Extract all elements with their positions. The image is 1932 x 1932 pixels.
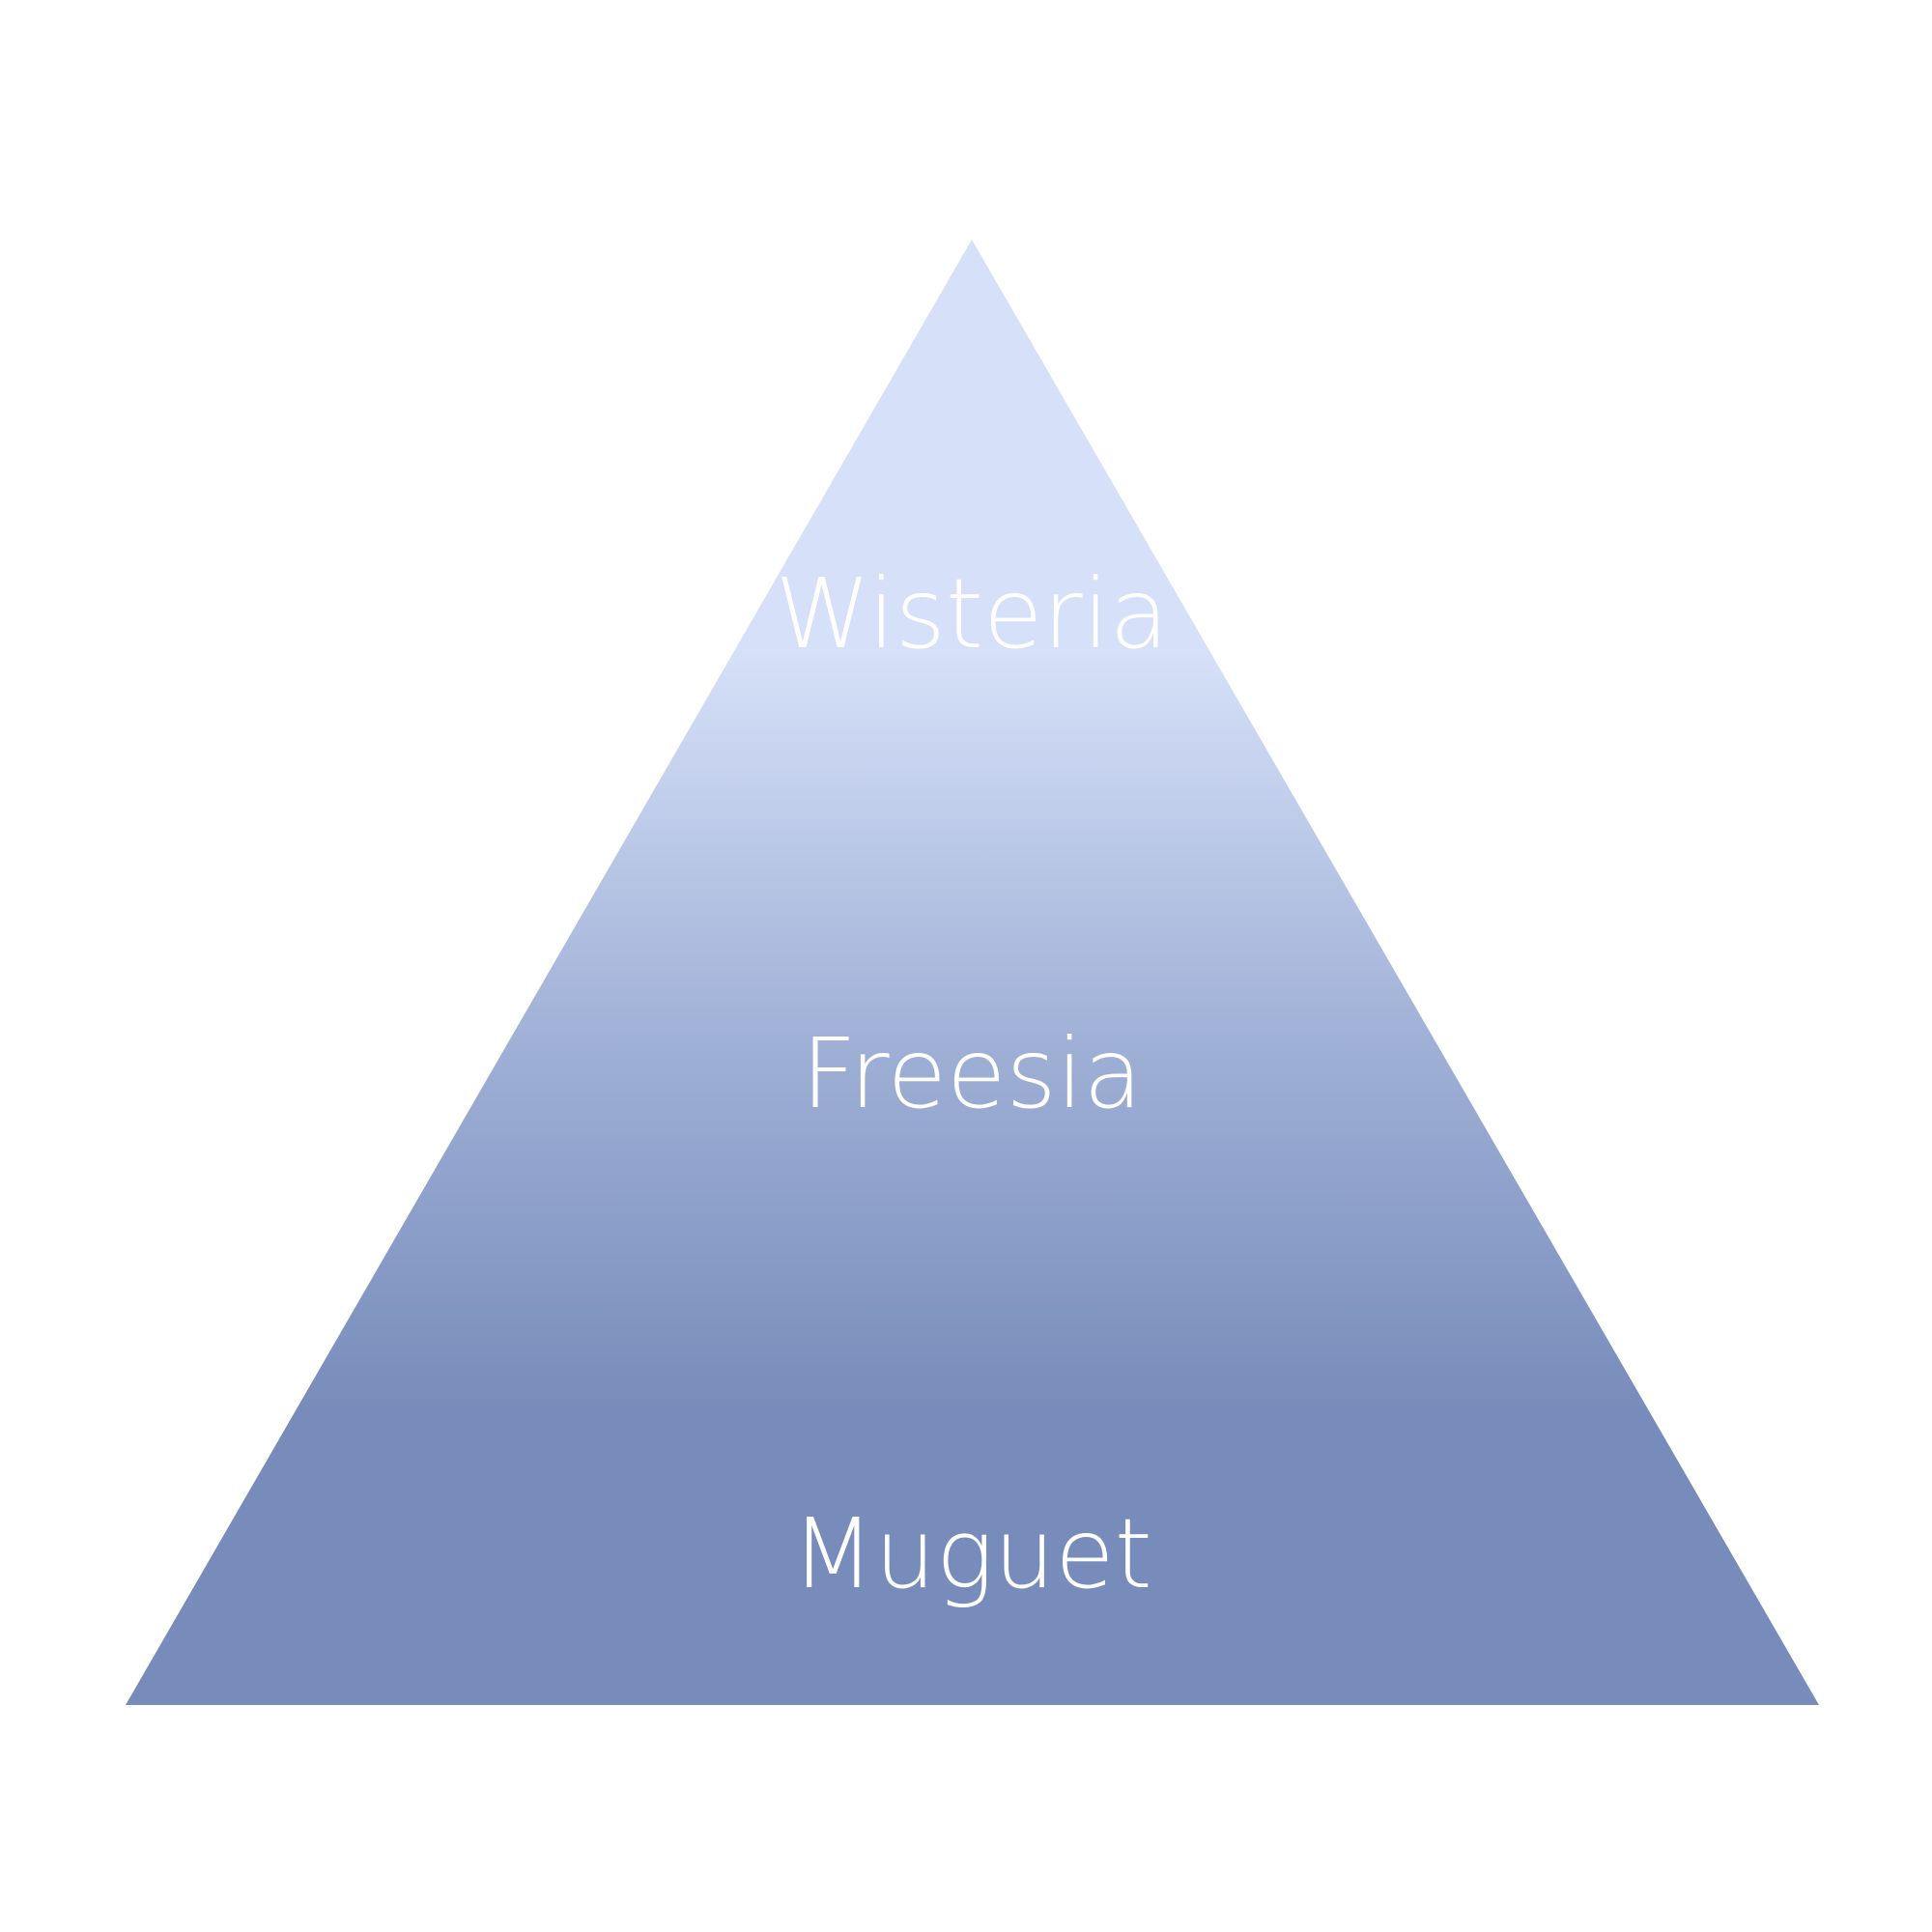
tier-label-bottom: Muguet [791, 1497, 1152, 1610]
tier-label-middle: Freesia [801, 1017, 1142, 1130]
tier-label-top: Wisteria [775, 557, 1168, 670]
pyramid-shape [126, 240, 1819, 1705]
